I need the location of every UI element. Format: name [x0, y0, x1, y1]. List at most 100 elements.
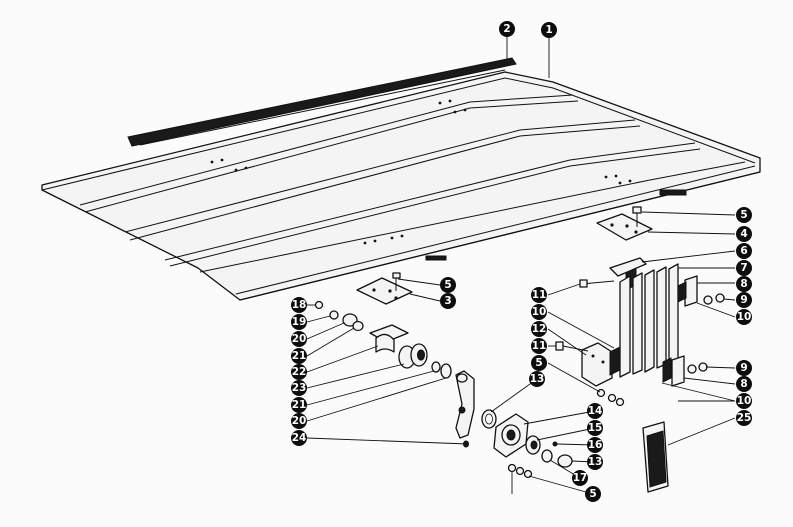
- callout-17: 17: [572, 470, 588, 486]
- nut-18: [314, 300, 324, 310]
- svg-text:10: 10: [737, 311, 752, 323]
- callout-3: 3: [440, 293, 456, 309]
- callout-10: 10: [736, 309, 752, 325]
- svg-text:8: 8: [740, 378, 747, 390]
- callout-6: 6: [736, 243, 752, 259]
- svg-text:6: 6: [740, 245, 747, 257]
- washers-5-middle: [596, 388, 625, 407]
- main-pan: [41, 71, 761, 301]
- shaft-arm-24: [455, 370, 475, 448]
- hinge-plate-3: [356, 277, 413, 305]
- callout-15: 15: [587, 420, 603, 436]
- bolt-5-left: [392, 272, 401, 291]
- callout-13: 13: [587, 454, 603, 470]
- svg-text:10: 10: [532, 306, 547, 318]
- svg-text:20: 20: [292, 333, 307, 345]
- svg-text:8: 8: [740, 278, 747, 290]
- svg-text:5: 5: [740, 209, 747, 221]
- callout-5: 5: [440, 277, 456, 293]
- svg-text:22: 22: [292, 366, 307, 378]
- callout-7: 7: [736, 260, 752, 276]
- svg-text:13: 13: [588, 456, 603, 468]
- callout-8: 8: [736, 276, 752, 292]
- nut-9-top: [703, 293, 725, 305]
- svg-text:7: 7: [740, 262, 747, 274]
- svg-text:1: 1: [545, 24, 552, 36]
- callout-10: 10: [531, 304, 547, 320]
- svg-text:24: 24: [292, 432, 307, 444]
- svg-text:5: 5: [444, 279, 451, 291]
- svg-text:16: 16: [588, 439, 603, 451]
- svg-text:19: 19: [292, 316, 307, 328]
- bearing-23: [398, 343, 428, 369]
- svg-text:13: 13: [530, 373, 545, 385]
- bearing-15: [525, 435, 541, 455]
- bolt-11-top: [579, 279, 615, 288]
- svg-text:21: 21: [292, 399, 307, 411]
- svg-text:15: 15: [588, 422, 603, 434]
- svg-text:18: 18: [292, 299, 307, 311]
- leader-lines: [306, 37, 736, 495]
- svg-text:5: 5: [535, 357, 542, 369]
- callout-2: 2: [499, 21, 515, 37]
- callout-9: 9: [736, 360, 752, 376]
- washer-21-upper: [352, 320, 364, 332]
- svg-text:11: 11: [532, 289, 547, 301]
- svg-text:11: 11: [532, 340, 547, 352]
- callout-16: 16: [587, 437, 603, 453]
- callout-21: 21: [291, 397, 307, 413]
- washer-13-upper: [481, 409, 497, 429]
- callout-5: 5: [531, 355, 547, 371]
- bearing-housing-22: [369, 324, 409, 353]
- callout-11: 11: [531, 287, 547, 303]
- hinge-plate-4: [596, 213, 653, 241]
- clamp-8-top: [677, 275, 698, 307]
- callout-20: 20: [291, 413, 307, 429]
- nuts-5-bottom: [507, 463, 533, 479]
- callout-14: 14: [587, 403, 603, 419]
- svg-text:5: 5: [589, 488, 596, 500]
- callout-23: 23: [291, 380, 307, 396]
- svg-text:20: 20: [292, 415, 307, 427]
- callout-5: 5: [585, 486, 601, 502]
- svg-text:25: 25: [737, 412, 752, 424]
- callout-22: 22: [291, 364, 307, 380]
- callout-21: 21: [291, 348, 307, 364]
- callout-12: 12: [531, 321, 547, 337]
- svg-text:21: 21: [292, 350, 307, 362]
- callout-9: 9: [736, 292, 752, 308]
- spring-bars-7: [619, 263, 679, 378]
- callout-25: 25: [736, 410, 752, 426]
- svg-text:10: 10: [737, 395, 752, 407]
- pin-16: [552, 441, 558, 447]
- svg-text:17: 17: [573, 472, 588, 484]
- callout-5: 5: [736, 207, 752, 223]
- callout-20: 20: [291, 331, 307, 347]
- washer-17: [541, 449, 553, 463]
- washer-19: [329, 310, 339, 320]
- nut-9-bottom: [687, 362, 708, 374]
- bolt-11-bottom: [555, 341, 589, 352]
- washer-13-lower: [557, 454, 573, 468]
- callout-11: 11: [531, 338, 547, 354]
- svg-text:3: 3: [444, 295, 451, 307]
- callout-19: 19: [291, 314, 307, 330]
- callout-10: 10: [736, 393, 752, 409]
- flange-bearing-14: [493, 413, 529, 458]
- svg-text:12: 12: [532, 323, 547, 335]
- callout-1: 1: [541, 22, 557, 38]
- callout-4: 4: [736, 226, 752, 242]
- washer-21-lower: [431, 361, 441, 373]
- callout-18: 18: [291, 297, 307, 313]
- svg-text:2: 2: [503, 23, 510, 35]
- wear-strip: [127, 57, 517, 147]
- svg-text:14: 14: [588, 405, 603, 417]
- svg-text:9: 9: [740, 294, 747, 306]
- svg-text:9: 9: [740, 362, 747, 374]
- callout-24: 24: [291, 430, 307, 446]
- clamp-8-bottom: [662, 355, 685, 387]
- callout-13: 13: [529, 371, 545, 387]
- bolt-5-right: [632, 206, 642, 227]
